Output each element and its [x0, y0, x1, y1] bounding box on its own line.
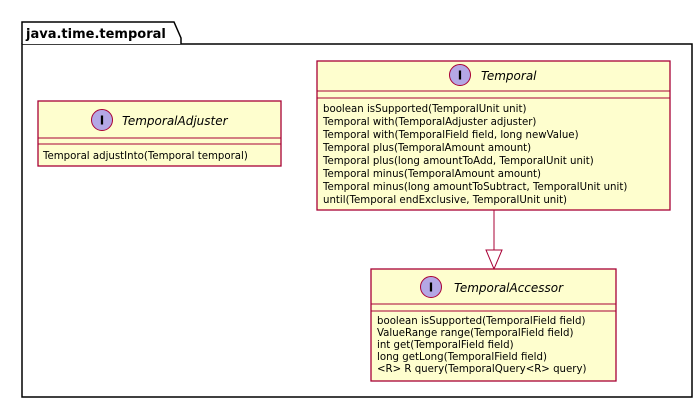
- interface-badge-letter: I: [458, 69, 462, 83]
- class-name: Temporal: [481, 69, 537, 83]
- method: Temporal with(TemporalAdjuster adjuster): [322, 117, 536, 128]
- interface-badge-icon: [91, 109, 113, 131]
- method: Temporal adjustInto(Temporal temporal): [42, 151, 248, 162]
- package-title: java.time.temporal: [25, 27, 166, 42]
- method: boolean isSupported(TemporalField field): [377, 316, 585, 327]
- method: Temporal plus(long amountToAdd, Temporal…: [322, 156, 594, 167]
- class-name: TemporalAccessor: [454, 281, 564, 295]
- class-name: TemporalAdjuster: [122, 114, 229, 128]
- method: Temporal minus(TemporalAmount amount): [322, 169, 541, 180]
- method: until(Temporal endExclusive, TemporalUni…: [323, 195, 567, 206]
- method: ValueRange range(TemporalField field): [377, 328, 573, 339]
- class-box: [37, 100, 282, 167]
- method: Temporal plus(TemporalAmount amount): [322, 143, 531, 154]
- class-temporal-accessor[interactable]: I TemporalAccessor boolean isSupported(T…: [370, 268, 617, 382]
- extends-arrow: [485, 210, 503, 271]
- method: long getLong(TemporalField field): [377, 352, 547, 363]
- method: Temporal with(TemporalField field, long …: [322, 130, 579, 141]
- interface-badge-letter: I: [429, 281, 433, 295]
- interface-badge-icon: [449, 64, 471, 86]
- class-temporal[interactable]: I Temporal boolean isSupported(TemporalU…: [316, 60, 671, 211]
- interface-badge-icon: [420, 276, 442, 298]
- interface-badge-letter: I: [100, 114, 104, 128]
- method: <R> R query(TemporalQuery<R> query): [377, 364, 586, 375]
- hollow-triangle-arrowhead-icon: [485, 249, 503, 271]
- class-box: [316, 60, 671, 211]
- method: boolean isSupported(TemporalUnit unit): [323, 104, 526, 115]
- class-box: [370, 268, 617, 382]
- method: int get(TemporalField field): [377, 340, 514, 351]
- package-tab: [21, 21, 182, 44]
- method: Temporal minus(long amountToSubtract, Te…: [322, 182, 627, 193]
- class-temporal-adjuster[interactable]: I TemporalAdjuster Temporal adjustInto(T…: [37, 100, 282, 167]
